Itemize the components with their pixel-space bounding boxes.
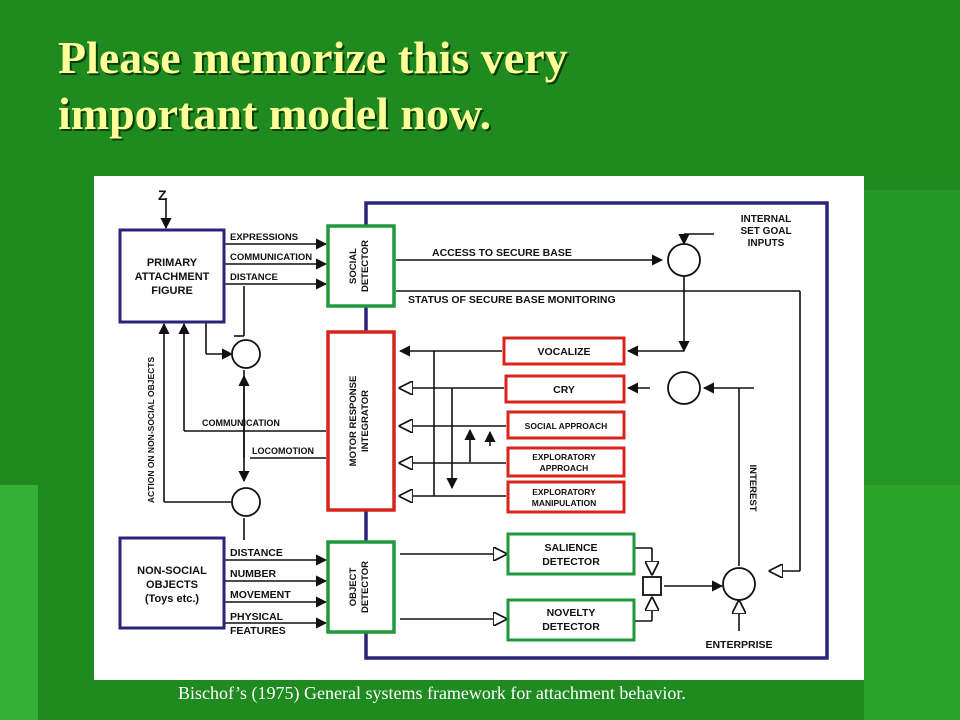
slide-title-line-1: Please memorize this very — [58, 32, 568, 83]
pf-output-distance: DISTANCE — [230, 272, 278, 283]
pf-line-3: FIGURE — [151, 285, 193, 297]
sd-line-1: SOCIAL — [348, 248, 359, 284]
pf-output-expressions: EXPRESSIONS — [230, 232, 298, 243]
locomotion-label: LOCOMOTION — [252, 446, 314, 456]
exp-manip-line-1: EXPLORATORY — [532, 487, 596, 497]
slide-title: Please memorize this very important mode… — [58, 30, 938, 142]
attachment-model-diagram: PRIMARY ATTACHMENT FIGURE SOCIAL DETECTO… — [94, 176, 864, 680]
comparator-response — [667, 371, 701, 405]
non-social-objects: NON-SOCIAL OBJECTS (Toys etc.) — [118, 536, 226, 630]
primary-attachment-figure: PRIMARY ATTACHMENT FIGURE — [118, 228, 226, 324]
feature-distance: DISTANCE — [230, 547, 283, 559]
response-cry: CRY — [504, 374, 626, 404]
novelty-line-2: DETECTOR — [542, 621, 600, 633]
slide-title-line-2: important model now. — [58, 88, 492, 139]
exp-manip-line-2: MANIPULATION — [532, 498, 597, 508]
background-band-light — [0, 485, 38, 720]
feature-number: NUMBER — [230, 568, 276, 580]
response-social-approach: SOCIAL APPROACH — [506, 410, 626, 440]
status-secure-base-label: STATUS OF SECURE BASE MONITORING — [408, 294, 616, 306]
salience-line-1: SALIENCE — [544, 542, 597, 554]
social-approach-label: SOCIAL APPROACH — [525, 421, 608, 431]
access-secure-base-label: ACCESS TO SECURE BASE — [432, 247, 572, 259]
diagram-svg: PRIMARY ATTACHMENT FIGURE SOCIAL DETECTO… — [118, 187, 829, 660]
sd-line-2: DETECTOR — [360, 240, 371, 292]
interest-label: INTEREST — [747, 465, 758, 512]
object-detector: OBJECT DETECTOR — [326, 540, 396, 634]
communication-label: COMMUNICATION — [202, 418, 280, 428]
response-exploratory-manipulation: EXPLORATORY MANIPULATION — [506, 480, 626, 514]
response-exploratory-approach: EXPLORATORY APPROACH — [506, 446, 626, 478]
social-detector: SOCIAL DETECTOR — [326, 224, 396, 308]
exp-approach-line-2: APPROACH — [540, 463, 589, 473]
nso-line-3: (Toys etc.) — [145, 593, 200, 605]
nso-line-1: NON-SOCIAL — [137, 565, 207, 577]
feature-features: FEATURES — [230, 625, 286, 637]
response-vocalize: VOCALIZE — [502, 336, 626, 366]
comparator-secure-base — [667, 243, 701, 277]
internal-inputs-line-2: SET GOAL — [740, 226, 791, 237]
background-band-right-lower — [864, 485, 960, 720]
feature-movement: MOVEMENT — [230, 589, 291, 601]
motor-response-integrator: MOTOR RESPONSE INTEGRATOR — [326, 330, 396, 512]
internal-inputs-line-1: INTERNAL — [741, 214, 792, 225]
pf-output-communication: COMMUNICATION — [230, 252, 312, 263]
cry-label: CRY — [553, 384, 575, 396]
internal-inputs-line-3: INPUTS — [748, 238, 785, 249]
od-line-2: DETECTOR — [360, 561, 371, 613]
vocalize-label: VOCALIZE — [537, 346, 590, 358]
figure-caption: Bischof’s (1975) General systems framewo… — [178, 683, 686, 703]
od-line-1: OBJECT — [348, 568, 359, 607]
enterprise-label: ENTERPRISE — [705, 639, 772, 651]
feature-physical: PHYSICAL — [230, 611, 284, 623]
novelty-detector: NOVELTY DETECTOR — [506, 598, 636, 642]
z-label: Z — [158, 187, 167, 203]
exp-approach-line-1: EXPLORATORY — [532, 452, 596, 462]
mri-line-1: MOTOR RESPONSE — [348, 376, 359, 467]
novelty-line-1: NOVELTY — [547, 607, 596, 619]
pf-line-2: ATTACHMENT — [135, 271, 210, 283]
combiner-square — [642, 576, 662, 596]
action-nonsocial-label: ACTION ON NON-SOCIAL OBJECTS — [146, 357, 156, 504]
salience-line-2: DETECTOR — [542, 556, 600, 568]
comparator-2 — [231, 487, 261, 517]
nso-line-2: OBJECTS — [146, 579, 198, 591]
comparator-1 — [231, 339, 261, 369]
pf-line-1: PRIMARY — [147, 257, 198, 269]
mri-line-2: INTEGRATOR — [360, 390, 371, 452]
salience-detector: SALIENCE DETECTOR — [506, 532, 636, 576]
comparator-enterprise — [722, 567, 756, 601]
